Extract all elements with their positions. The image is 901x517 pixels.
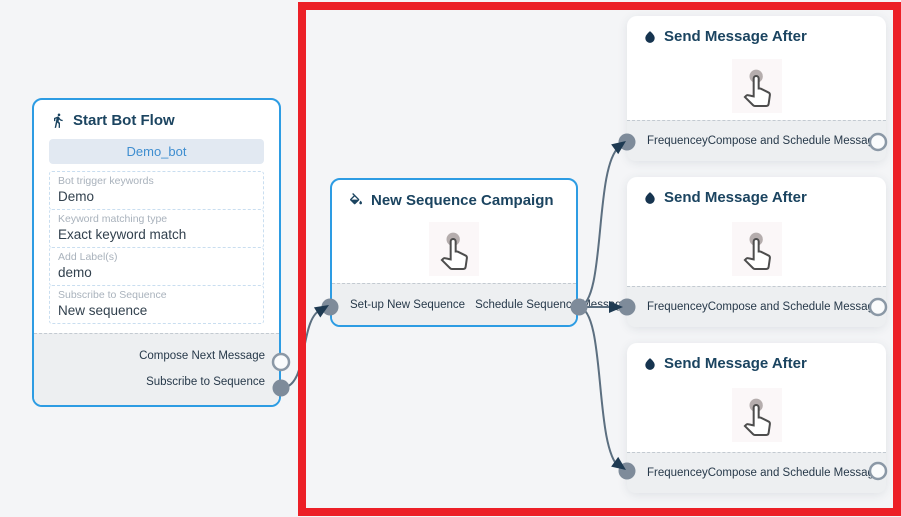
send-node-footer: Frequencey Compose and Schedule Message bbox=[627, 452, 886, 493]
start-node-footer: Compose Next Message Subscribe to Sequen… bbox=[34, 333, 279, 405]
field-bot-trigger-keywords[interactable]: Bot trigger keywords Demo bbox=[49, 171, 264, 210]
field-value: New sequence bbox=[58, 303, 148, 318]
port-compose-next-message-output[interactable] bbox=[271, 352, 291, 372]
node-send-message-after-1[interactable]: Send Message After Frequencey Compose an… bbox=[627, 16, 886, 161]
send-node-footer: Frequencey Compose and Schedule Message bbox=[627, 120, 886, 161]
port-campaign-input[interactable] bbox=[321, 298, 339, 316]
send-node-footer: Frequencey Compose and Schedule Message bbox=[627, 286, 886, 327]
frequency-label[interactable]: Frequencey bbox=[647, 467, 708, 479]
walking-person-icon bbox=[50, 112, 66, 129]
start-node-header: Start Bot Flow bbox=[34, 100, 279, 135]
port-send1-input[interactable] bbox=[618, 133, 636, 151]
start-node-fields: Bot trigger keywords Demo Keyword matchi… bbox=[49, 171, 264, 324]
frequency-label[interactable]: Frequencey bbox=[647, 301, 708, 313]
send-node-header: Send Message After bbox=[627, 343, 886, 378]
water-drop-icon bbox=[643, 29, 657, 45]
field-keyword-matching-type[interactable]: Keyword matching type Exact keyword matc… bbox=[49, 209, 264, 248]
output-compose-next-message: Compose Next Message bbox=[139, 350, 265, 362]
wire-campaign-to-send1 bbox=[578, 146, 620, 308]
field-add-labels[interactable]: Add Label(s) demo bbox=[49, 247, 264, 286]
tap-hand-icon[interactable] bbox=[429, 222, 479, 276]
send-node-header: Send Message After bbox=[627, 16, 886, 51]
node-send-message-after-2[interactable]: Send Message After Frequencey Compose an… bbox=[627, 177, 886, 327]
wire-campaign-to-send3 bbox=[578, 306, 620, 468]
wire-subscribe-to-campaign bbox=[280, 308, 323, 389]
schedule-sequence-message-label[interactable]: Schedule Sequence Message bbox=[475, 298, 628, 311]
send-node-body bbox=[627, 378, 886, 452]
node-send-message-after-3[interactable]: Send Message After Frequencey Compose an… bbox=[627, 343, 886, 493]
tap-hand-icon[interactable] bbox=[731, 222, 782, 276]
port-campaign-output[interactable] bbox=[570, 298, 588, 316]
send-node-title: Send Message After bbox=[664, 28, 807, 45]
tap-hand-icon[interactable] bbox=[731, 58, 782, 113]
send-node-title: Send Message After bbox=[664, 355, 807, 372]
field-label: Keyword matching type bbox=[58, 213, 168, 225]
send-node-header: Send Message After bbox=[627, 177, 886, 212]
compose-schedule-message-label[interactable]: Compose and Schedule Message bbox=[707, 467, 881, 479]
field-subscribe-to-sequence[interactable]: Subscribe to Sequence New sequence bbox=[49, 285, 264, 324]
paint-bucket-icon bbox=[348, 192, 364, 209]
field-label: Bot trigger keywords bbox=[58, 175, 154, 187]
field-value: Demo bbox=[58, 189, 95, 204]
campaign-node-footer: Set-up New Sequence Schedule Sequence Me… bbox=[332, 283, 628, 325]
setup-new-sequence-label[interactable]: Set-up New Sequence bbox=[350, 298, 466, 311]
send-node-body bbox=[627, 51, 886, 120]
field-value: demo bbox=[58, 265, 92, 280]
water-drop-icon bbox=[643, 356, 657, 372]
bot-name-button[interactable]: Demo_bot bbox=[49, 139, 264, 164]
campaign-node-body bbox=[332, 215, 576, 283]
node-new-sequence-campaign[interactable]: New Sequence Campaign Set-up New Sequenc… bbox=[330, 178, 628, 327]
compose-schedule-message-label[interactable]: Compose and Schedule Message bbox=[707, 301, 881, 313]
compose-schedule-message-label[interactable]: Compose and Schedule Message bbox=[707, 135, 881, 147]
start-node-title: Start Bot Flow bbox=[73, 112, 175, 129]
frequency-label[interactable]: Frequencey bbox=[647, 135, 708, 147]
port-send1-output[interactable] bbox=[868, 132, 888, 152]
water-drop-icon bbox=[643, 190, 657, 206]
field-label: Add Label(s) bbox=[58, 251, 118, 263]
field-label: Subscribe to Sequence bbox=[58, 289, 167, 301]
port-send3-input[interactable] bbox=[618, 462, 636, 480]
field-value: Exact keyword match bbox=[58, 227, 187, 242]
send-node-title: Send Message After bbox=[664, 189, 807, 206]
node-start-bot-flow[interactable]: Start Bot Flow Demo_bot Bot trigger keyw… bbox=[32, 98, 281, 407]
campaign-node-title: New Sequence Campaign bbox=[371, 192, 554, 209]
send-node-body bbox=[627, 212, 886, 286]
tap-hand-icon[interactable] bbox=[731, 388, 782, 442]
port-send3-output[interactable] bbox=[868, 461, 888, 481]
port-send2-input[interactable] bbox=[618, 298, 636, 316]
port-subscribe-to-sequence-output[interactable] bbox=[272, 379, 290, 397]
campaign-node-header: New Sequence Campaign bbox=[332, 180, 576, 215]
output-subscribe-to-sequence: Subscribe to Sequence bbox=[146, 376, 265, 388]
port-send2-output[interactable] bbox=[868, 297, 888, 317]
